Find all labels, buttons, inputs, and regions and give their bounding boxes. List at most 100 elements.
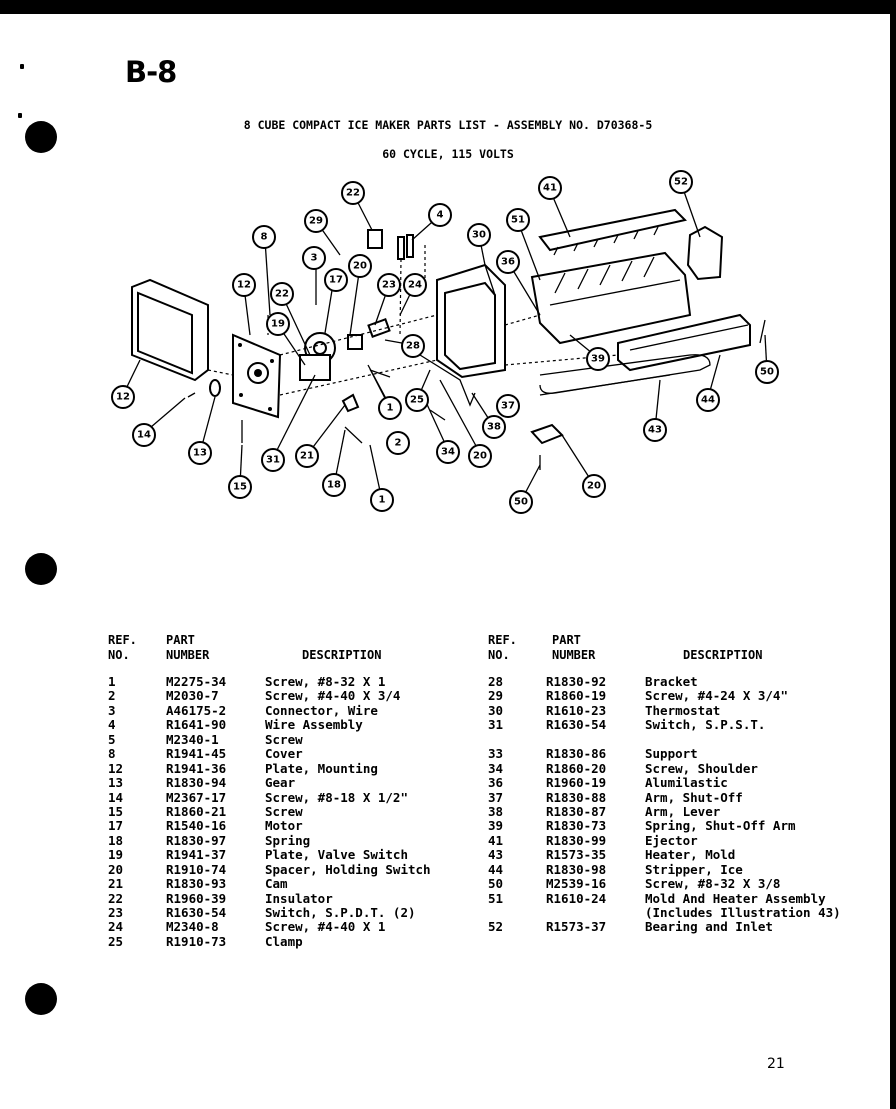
wire-assembly-part xyxy=(397,234,414,336)
callout-25: 25 xyxy=(405,388,429,412)
description-cell: Screw, #4-40 X 1 xyxy=(265,919,386,935)
svg-text:20: 20 xyxy=(587,481,601,492)
svg-text:19: 19 xyxy=(271,319,285,330)
callout-20b: 20 xyxy=(468,444,492,468)
svg-text:34: 34 xyxy=(441,447,455,458)
table-row: 17 R1540-16 Motor xyxy=(108,818,480,834)
page-code: B-8 xyxy=(125,55,177,89)
table-row xyxy=(488,733,888,747)
binder-hole xyxy=(25,983,57,1015)
svg-text:39: 39 xyxy=(591,354,605,365)
ref-no-cell: 8 xyxy=(108,746,116,762)
callout-20: 20 xyxy=(348,254,372,278)
ref-no-cell: 13 xyxy=(108,775,124,791)
svg-text:13: 13 xyxy=(193,448,207,459)
description-cell: (Includes Illustration 43) xyxy=(645,905,841,920)
description-cell: Bracket xyxy=(645,674,698,689)
description-cell: Heater, Mold xyxy=(645,847,736,863)
callout-bubbles: 12 14 13 15 12 8 19 22 3 17 20 29 22 4 2… xyxy=(111,170,779,514)
svg-text:37: 37 xyxy=(501,401,515,412)
svg-text:50: 50 xyxy=(514,497,528,508)
svg-text:20: 20 xyxy=(353,261,367,272)
part-number-cell xyxy=(546,906,645,920)
switch-part xyxy=(367,318,391,338)
mold-part xyxy=(530,251,692,345)
part-number-cell: R1910-74 xyxy=(166,861,227,877)
part-number-cell: M2340-8 xyxy=(166,919,219,935)
ref-no-cell: 39 xyxy=(488,818,504,834)
description-cell: Switch, S.P.S.T. xyxy=(645,717,766,733)
part-number-cell: R1941-45 xyxy=(166,746,227,762)
svg-text:15: 15 xyxy=(233,482,247,493)
ref-no-cell: 34 xyxy=(488,760,504,776)
callout-29: 29 xyxy=(304,209,328,233)
bearing-inlet-part xyxy=(686,225,724,281)
callout-38: 38 xyxy=(482,415,506,439)
header-description: DESCRIPTION xyxy=(302,648,382,662)
description-cell: Clamp xyxy=(265,933,303,949)
ref-no-cell: 36 xyxy=(488,775,504,791)
description-cell: Screw, Shoulder xyxy=(645,760,758,776)
part-number-cell: R1910-73 xyxy=(166,933,227,949)
callout-39: 39 xyxy=(586,347,610,371)
screw-parts xyxy=(187,319,766,470)
description-cell: Arm, Lever xyxy=(645,803,721,819)
page-subtitle: 60 CYCLE, 115 VOLTS xyxy=(382,147,514,161)
description-cell: Screw, #8-32 X 1 xyxy=(265,674,386,689)
svg-text:22: 22 xyxy=(346,188,360,199)
binder-hole xyxy=(25,553,57,585)
callout-36: 36 xyxy=(496,250,520,274)
part-number-cell: R1830-86 xyxy=(546,746,607,762)
description-cell: Motor xyxy=(265,818,303,834)
svg-text:12: 12 xyxy=(237,280,251,291)
description-cell: Screw, #4-40 X 3/4 xyxy=(265,688,401,704)
header-part-number: PART NUMBER xyxy=(166,633,210,662)
svg-text:3: 3 xyxy=(311,253,318,264)
header-part-number: PART NUMBER xyxy=(552,633,596,662)
callout-31: 31 xyxy=(261,448,285,472)
svg-text:1: 1 xyxy=(379,495,386,506)
part-number-cell: M2030-7 xyxy=(166,688,219,704)
description-cell: Screw xyxy=(265,731,303,747)
ref-no-cell: 43 xyxy=(488,847,504,863)
ref-no-cell: 37 xyxy=(488,789,504,805)
header-description: DESCRIPTION xyxy=(683,648,763,662)
part-number-cell: R1540-16 xyxy=(166,818,227,834)
part-number-cell xyxy=(546,733,645,747)
part-number-cell: R1830-92 xyxy=(546,674,607,689)
housing-part xyxy=(436,263,506,379)
part-number-cell: R1830-98 xyxy=(546,861,607,877)
callout-50b: 50 xyxy=(509,490,533,514)
callout-1b: 1 xyxy=(370,488,394,512)
part-number-cell: R1630-54 xyxy=(166,905,227,920)
svg-text:14: 14 xyxy=(137,430,151,441)
svg-text:43: 43 xyxy=(648,425,662,436)
page-number: 21 xyxy=(767,1056,785,1072)
callout-30: 30 xyxy=(467,223,491,247)
ref-no-cell: 17 xyxy=(108,818,124,834)
svg-text:41: 41 xyxy=(543,183,557,194)
svg-text:44: 44 xyxy=(701,395,715,406)
callout-21: 21 xyxy=(295,444,319,468)
ref-no-cell: 21 xyxy=(108,876,124,892)
callout-13: 13 xyxy=(188,441,212,465)
description-cell: Connector, Wire xyxy=(265,702,378,718)
callout-14: 14 xyxy=(132,423,156,447)
svg-text:29: 29 xyxy=(309,216,323,227)
description-cell: Ejector xyxy=(645,832,698,848)
